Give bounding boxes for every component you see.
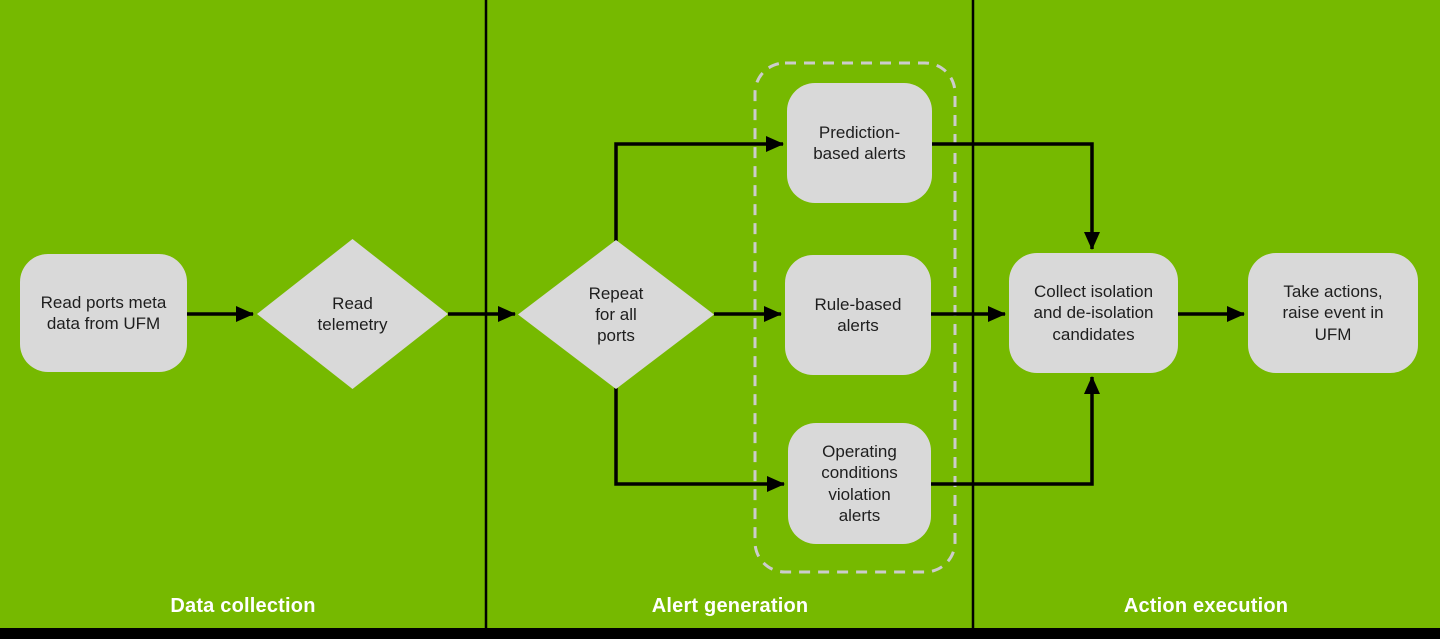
section-label-action-execution: Action execution <box>1123 595 1289 617</box>
node-label: Read telemetry <box>317 293 388 334</box>
section-label-data-collection: Data collection <box>170 595 316 617</box>
node-label: Read ports meta data from UFM <box>40 292 167 333</box>
node-label: Rule-based alerts <box>814 294 902 335</box>
node-read-telemetry: Read telemetry <box>257 239 448 389</box>
node-read-ports-meta: Read ports meta data from UFM <box>20 254 187 372</box>
node-operating-conditions-alerts: Operating conditions violation alerts <box>788 423 931 544</box>
node-label: Operating conditions violation alerts <box>821 442 898 525</box>
node-collect-candidates: Collect isolation and de-isolation candi… <box>1009 253 1178 373</box>
bottom-black-bar <box>0 628 1440 639</box>
arrow-repeat-to-operating <box>614 388 785 492</box>
arrow-repeat-to-prediction <box>614 136 784 241</box>
section-label-alert-generation: Alert generation <box>651 595 809 617</box>
node-label: Prediction- based alerts <box>813 122 906 163</box>
arrow-prediction-to-collect <box>932 142 1100 250</box>
node-prediction-based-alerts: Prediction- based alerts <box>787 83 932 203</box>
arrow-operating-to-collect <box>931 376 1100 486</box>
node-label: Repeat for all ports <box>588 283 644 346</box>
node-label: Take actions, raise event in UFM <box>1282 282 1384 344</box>
node-repeat-for-all-ports: Repeat for all ports <box>518 240 714 389</box>
node-label: Collect isolation and de-isolation candi… <box>1033 282 1154 344</box>
node-rule-based-alerts: Rule-based alerts <box>785 255 931 375</box>
node-take-actions: Take actions, raise event in UFM <box>1248 253 1418 373</box>
